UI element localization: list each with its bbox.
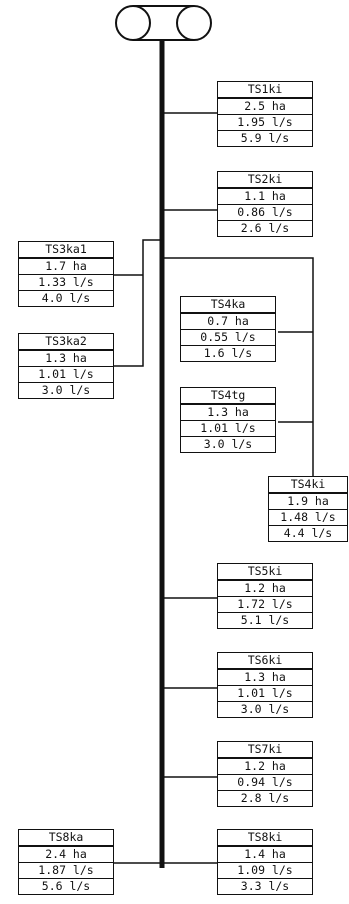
node-ts8ka: TS8ka 2.4 ha 1.87 l/s 5.6 l/s xyxy=(18,829,114,895)
node-ts5ki: TS5ki 1.2 ha 1.72 l/s 5.1 l/s xyxy=(217,563,313,629)
node-flow-2: 3.0 l/s xyxy=(203,437,253,451)
node-flow-2: 3.0 l/s xyxy=(240,702,290,716)
node-flow-1: 0.55 l/s xyxy=(181,330,275,346)
node-flow-1: 1.09 l/s xyxy=(218,863,312,879)
branch-ts4-upper xyxy=(162,257,314,476)
node-ts3ka2: TS3ka2 1.3 ha 1.01 l/s 3.0 l/s xyxy=(18,333,114,399)
node-ts8ki: TS8ki 1.4 ha 1.09 l/s 3.3 l/s xyxy=(217,829,313,895)
node-flow-2: 5.1 l/s xyxy=(240,613,290,627)
node-area: 1.3 ha xyxy=(181,405,275,421)
node-name: TS2ki xyxy=(218,172,312,189)
double-circle-source-icon xyxy=(115,5,212,41)
node-ts3ka1: TS3ka1 1.7 ha 1.33 l/s 4.0 l/s xyxy=(18,241,114,307)
node-flow-2: 4.4 l/s xyxy=(283,526,333,540)
node-area: 2.5 ha xyxy=(218,99,312,115)
node-area: 1.3 ha xyxy=(19,351,113,367)
node-ts4tg: TS4tg 1.3 ha 1.01 l/s 3.0 l/s xyxy=(180,387,276,453)
node-name: TS8ki xyxy=(218,830,312,847)
node-flow-1: 1.01 l/s xyxy=(218,686,312,702)
node-flow-1: 1.01 l/s xyxy=(19,367,113,383)
node-area: 1.7 ha xyxy=(19,259,113,275)
node-name: TS1ki xyxy=(218,82,312,99)
node-flow-1: 1.48 l/s xyxy=(269,510,347,526)
node-name: TS4tg xyxy=(181,388,275,405)
node-flow-2: 2.8 l/s xyxy=(240,791,290,805)
node-flow-1: 1.72 l/s xyxy=(218,597,312,613)
node-flow-1: 1.95 l/s xyxy=(218,115,312,131)
node-ts1ki: TS1ki 2.5 ha 1.95 l/s 5.9 l/s xyxy=(217,81,313,147)
node-area: 1.1 ha xyxy=(218,189,312,205)
node-flow-1: 0.94 l/s xyxy=(218,775,312,791)
node-ts2ki: TS2ki 1.1 ha 0.86 l/s 2.6 l/s xyxy=(217,171,313,237)
node-flow-2: 3.0 l/s xyxy=(41,383,91,397)
node-name: TS6ki xyxy=(218,653,312,670)
node-flow-2: 2.6 l/s xyxy=(240,221,290,235)
node-name: TS5ki xyxy=(218,564,312,581)
node-name: TS4ki xyxy=(269,477,347,494)
node-flow-1: 1.87 l/s xyxy=(19,863,113,879)
node-ts6ki: TS6ki 1.3 ha 1.01 l/s 3.0 l/s xyxy=(217,652,313,718)
node-flow-2: 5.9 l/s xyxy=(240,131,290,145)
node-name: TS4ka xyxy=(181,297,275,314)
branch-ts3-left xyxy=(112,239,162,367)
node-name: TS3ka1 xyxy=(19,242,113,259)
node-flow-2: 1.6 l/s xyxy=(203,346,253,360)
node-area: 2.4 ha xyxy=(19,847,113,863)
node-area: 0.7 ha xyxy=(181,314,275,330)
node-flow-1: 1.01 l/s xyxy=(181,421,275,437)
node-flow-2: 3.3 l/s xyxy=(240,879,290,893)
node-ts4ka: TS4ka 0.7 ha 0.55 l/s 1.6 l/s xyxy=(180,296,276,362)
node-area: 1.9 ha xyxy=(269,494,347,510)
node-area: 1.2 ha xyxy=(218,759,312,775)
node-flow-1: 0.86 l/s xyxy=(218,205,312,221)
node-name: TS7ki xyxy=(218,742,312,759)
node-flow-2: 5.6 l/s xyxy=(41,879,91,893)
node-flow-2: 4.0 l/s xyxy=(41,291,91,305)
node-area: 1.4 ha xyxy=(218,847,312,863)
node-ts7ki: TS7ki 1.2 ha 0.94 l/s 2.8 l/s xyxy=(217,741,313,807)
node-name: TS8ka xyxy=(19,830,113,847)
node-flow-1: 1.33 l/s xyxy=(19,275,113,291)
node-area: 1.3 ha xyxy=(218,670,312,686)
node-name: TS3ka2 xyxy=(19,334,113,351)
node-ts4ki: TS4ki 1.9 ha 1.48 l/s 4.4 l/s xyxy=(268,476,348,542)
node-area: 1.2 ha xyxy=(218,581,312,597)
